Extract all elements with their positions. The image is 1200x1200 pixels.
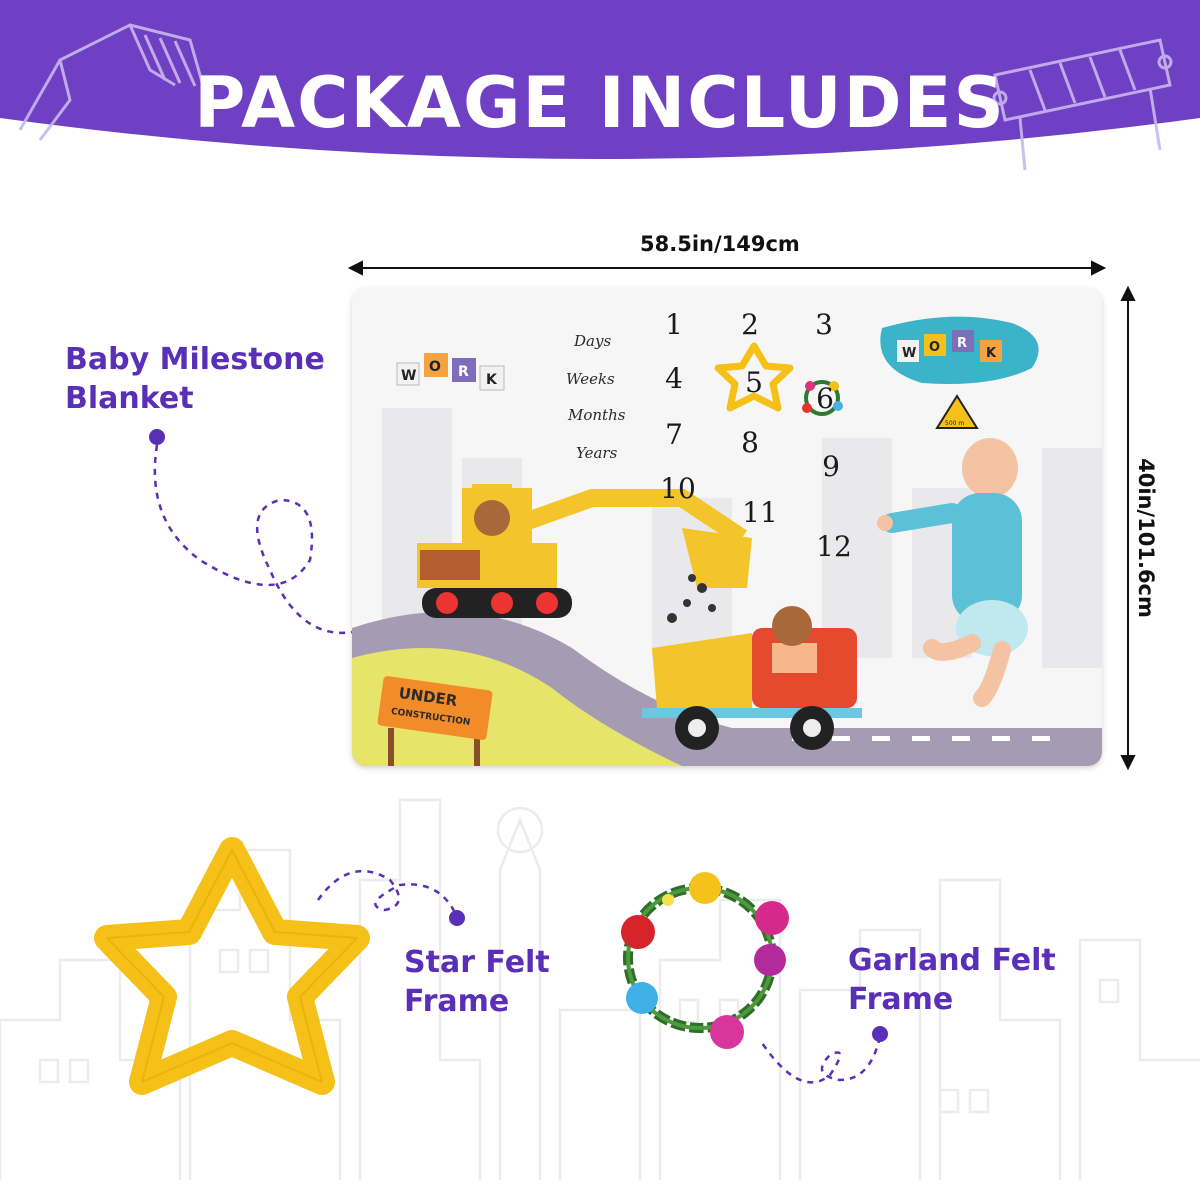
milestone-9: 9 [822,450,840,483]
milestone-6: 6 [816,382,834,415]
milestone-2: 2 [741,308,759,341]
unit-weeks: Weeks [566,370,615,388]
dump-truck-icon [642,574,862,750]
work-board-right: W O R K 500 m [880,316,1039,429]
unit-years: Years [576,444,618,462]
garland-callout-line2: Frame [848,982,954,1017]
garland-callout: Garland Felt Frame [848,941,1056,1019]
work-left-o: O [429,359,441,375]
banner-background [0,0,1200,171]
work-right-o: O [929,340,940,355]
star-callout-line2: Frame [404,984,510,1019]
excavator-icon [417,484,752,618]
page-title: PACKAGE INCLUDES [194,62,1006,144]
blanket-illustration: UNDER CONSTRUCTION W O R K W O R K 500 [352,316,1102,766]
work-left-r: R [458,364,469,380]
milestone-10: 10 [660,472,696,505]
sign-lineart-icon [992,38,1173,171]
work-right-k: K [986,346,997,361]
work-left-w: W [401,368,416,384]
height-dimension-label: 40in/101.6cm [1134,458,1158,618]
blanket-callout: Baby Milestone Blanket [65,340,325,418]
blanket-garland-icon [802,380,843,416]
milestone-3: 3 [815,308,833,341]
blanket-callout-line1: Baby Milestone [65,342,325,377]
milestone-1: 1 [665,308,683,341]
star-callout: Star Felt Frame [404,943,550,1021]
work-right-r: R [957,336,967,351]
milestone-blanket: UNDER CONSTRUCTION W O R K W O R K 500 [352,288,1102,766]
road-sign-icon [935,394,979,429]
baby-icon [877,438,1028,707]
milestone-11: 11 [742,496,778,529]
work-tiles-left: W O R K [396,353,505,391]
milestone-8: 8 [741,426,759,459]
star-callout-line1: Star Felt [404,945,550,980]
milestone-7: 7 [665,418,683,451]
width-dimension-label: 58.5in/149cm [640,232,800,256]
milestone-4: 4 [665,362,683,395]
blanket-callout-line2: Blanket [65,381,194,416]
under-construction-sign-icon: UNDER CONSTRUCTION [377,676,493,766]
road-sign-text: 500 m [945,420,964,427]
excavator-lineart-icon [18,23,212,141]
milestone-12: 12 [816,530,852,563]
blanket-star-icon [714,342,794,412]
work-left-k: K [486,372,498,388]
header-banner: PACKAGE INCLUDES [0,0,1200,200]
unit-days: Days [574,332,612,350]
garland-callout-line1: Garland Felt [848,943,1056,978]
work-right-w: W [902,346,916,361]
unit-months: Months [568,406,626,424]
milestone-5: 5 [745,366,763,399]
blanket-callout-dot [149,429,165,445]
